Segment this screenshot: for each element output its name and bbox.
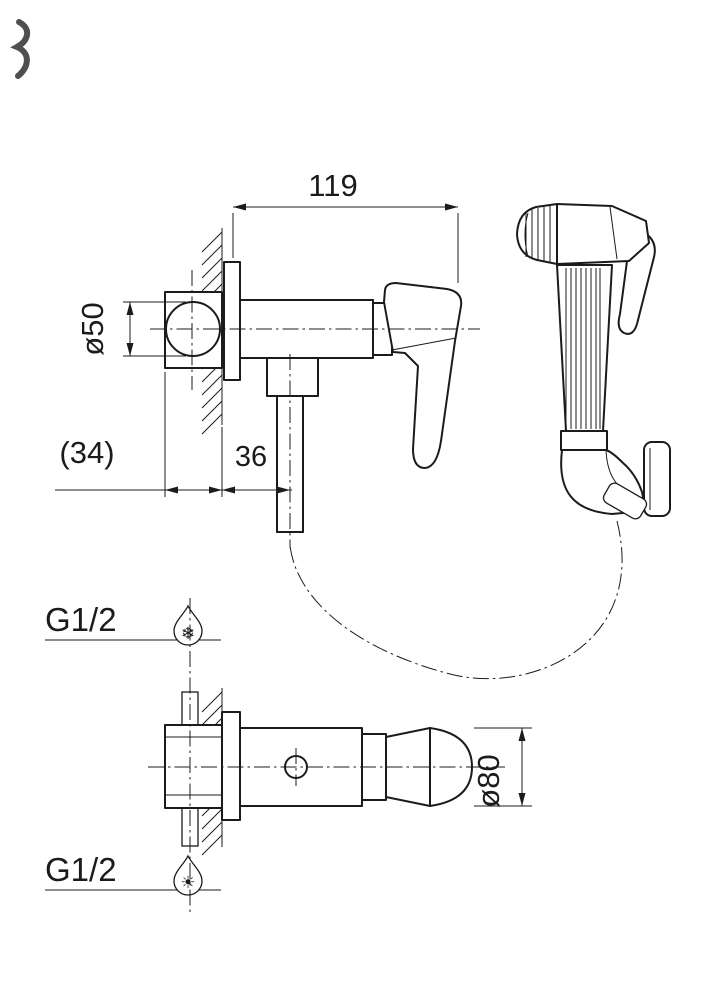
dimension-36-label: 36 — [235, 441, 267, 473]
hot-water-glyph: ☀ — [180, 873, 195, 892]
dimension-d50-label: ø50 — [75, 302, 110, 355]
sprayer-head — [556, 203, 650, 265]
centerlines — [148, 270, 623, 912]
dimension-34-36: (34) 36 — [55, 372, 292, 497]
sprayer-grip — [556, 264, 613, 432]
sprayer-nozzle-cap — [516, 203, 558, 265]
thread-top-label: G1/2 — [45, 601, 117, 638]
inlet-bottom-callout: G1/2 ☀ — [45, 851, 221, 896]
dimension-d50: ø50 — [75, 301, 186, 357]
wall-flange-plan — [221, 711, 241, 821]
cold-water-icon: ❄ — [173, 604, 203, 646]
cold-water-glyph: ❄ — [181, 624, 195, 643]
mixer-handle — [383, 282, 463, 469]
thread-bottom-label: G1/2 — [45, 851, 117, 888]
dimension-34-label: (34) — [59, 435, 114, 470]
outlet-pipe — [266, 357, 319, 533]
sprayer-lever — [617, 227, 656, 335]
dimension-d80-label: ø80 — [471, 754, 506, 807]
sprayer-collar — [560, 430, 608, 451]
dimension-119-label: 119 — [308, 168, 357, 203]
hose-nut — [602, 482, 648, 520]
dimension-119: 119 — [232, 168, 459, 283]
hand-sprayer — [516, 203, 671, 520]
mixer-body-plan — [164, 691, 473, 847]
hose-centerline — [289, 520, 623, 680]
dimension-d80: ø80 — [471, 727, 532, 808]
brand-mark — [10, 19, 30, 79]
in-wall-valve-body — [164, 291, 223, 369]
inlet-top-callout: G1/2 ❄ — [45, 601, 221, 646]
sprayer-elbow — [560, 449, 648, 520]
hot-water-icon: ☀ — [173, 854, 203, 896]
wall-flange-side — [223, 261, 241, 381]
sprayer-bracket — [643, 441, 671, 517]
